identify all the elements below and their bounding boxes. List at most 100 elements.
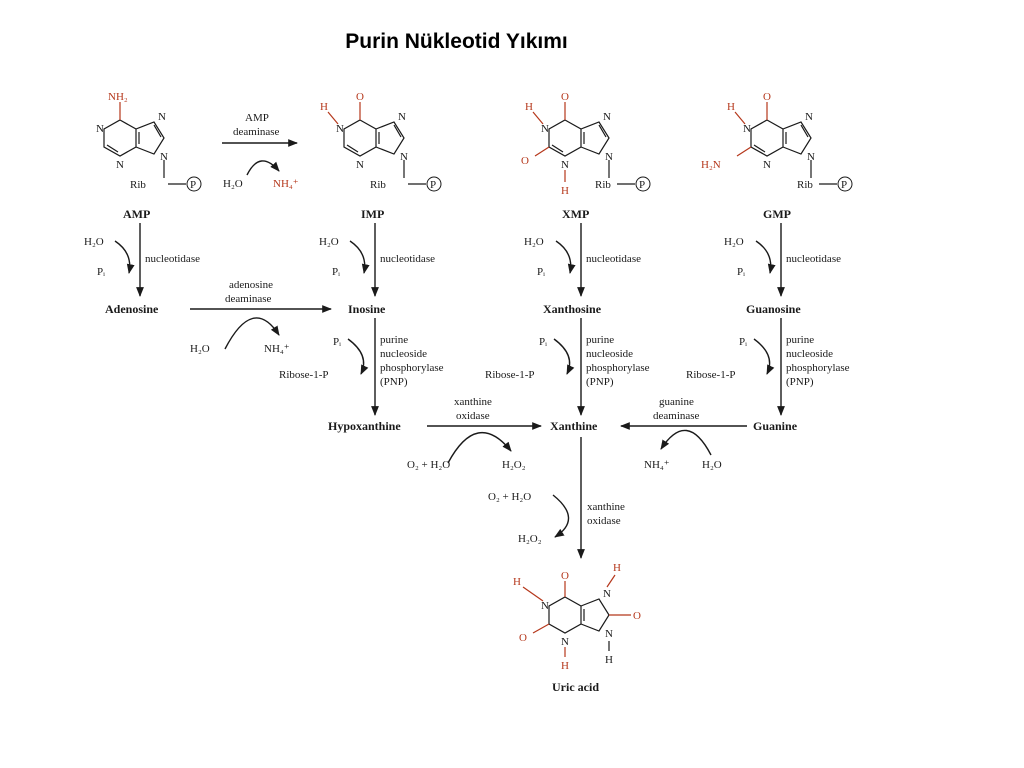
diagram-label: N xyxy=(116,159,124,171)
diagram-label: N xyxy=(160,151,168,163)
diagram-label: phosphorylase xyxy=(586,362,650,374)
diagram-label: O xyxy=(561,91,569,103)
diagram-label: (PNP) xyxy=(786,376,814,388)
diagram-label: P xyxy=(430,179,436,191)
slide-title: Purin Nükleotid Yıkımı xyxy=(345,30,568,53)
diagram-label: nucleotidase xyxy=(586,253,641,265)
compound-imp: IMP xyxy=(361,207,384,221)
compound-xmp: XMP xyxy=(562,207,589,221)
diagram-label: nucleotidase xyxy=(786,253,841,265)
diagram-label: nucleotidase xyxy=(145,253,200,265)
diagram-label: N xyxy=(807,151,815,163)
compound-amp: AMP xyxy=(123,207,150,221)
diagram-label: H₂O xyxy=(724,236,744,248)
diagram-label: NH₄⁺ xyxy=(264,343,290,355)
diagram-label: O xyxy=(633,610,641,622)
diagram-label: N xyxy=(561,159,569,171)
diagram-label: N xyxy=(336,123,344,135)
compound-guanine: Guanine xyxy=(753,419,798,433)
xanthine-oxidase-step-2: O₂ + H₂O H₂O₂ xanthine oxidase xyxy=(488,437,625,559)
diagram-label: nucleotidase xyxy=(380,253,435,265)
xmp-structure: O H N O N H N N Rib P xyxy=(521,91,651,197)
diagram-label: xanthine xyxy=(587,501,625,513)
diagram-label: H₂O xyxy=(524,236,544,248)
compound-inosine: Inosine xyxy=(348,302,386,316)
diagram-label: N xyxy=(743,123,751,135)
diagram-label: AMP xyxy=(245,112,269,124)
uric-acid-structure: O H N O N H N H O N H xyxy=(513,562,641,672)
diagram-label: H xyxy=(525,101,533,113)
imp-structure: O H N N N N Rib P xyxy=(320,91,442,192)
compound-gmp: GMP xyxy=(763,207,791,221)
diagram-label: O xyxy=(561,570,569,582)
diagram-label: nucleoside xyxy=(786,348,833,360)
diagram-label: NH₄⁺ xyxy=(644,459,670,471)
diagram-label: nucleoside xyxy=(380,348,427,360)
diagram-label: O₂ + H₂O xyxy=(407,459,450,471)
diagram-label: Rib xyxy=(130,179,146,191)
diagram-label: Pᵢ xyxy=(539,336,547,348)
diagram-label: H₂O xyxy=(84,236,104,248)
diagram-label: H xyxy=(561,660,569,672)
diagram-label: N xyxy=(763,159,771,171)
diagram-label: (PNP) xyxy=(380,376,408,388)
compound-xanthosine: Xanthosine xyxy=(543,302,602,316)
diagram-label: N xyxy=(96,123,104,135)
diagram-label: P xyxy=(639,179,645,191)
diagram-label: N xyxy=(356,159,364,171)
diagram-label: Pᵢ xyxy=(537,266,545,278)
diagram-label: Ribose-1-P xyxy=(485,369,535,381)
diagram-label: H₂O xyxy=(702,459,722,471)
diagram-label: Pᵢ xyxy=(737,266,745,278)
compound-xanthine: Xanthine xyxy=(550,419,598,433)
diagram-label: purine xyxy=(380,334,408,346)
guanine-deaminase-step: guanine deaminase NH₄⁺ H₂O xyxy=(620,396,747,471)
diagram-label: H xyxy=(513,576,521,588)
diagram-label: O xyxy=(519,632,527,644)
diagram-label: Ribose-1-P xyxy=(279,369,329,381)
diagram-label: Ribose-1-P xyxy=(686,369,736,381)
diagram-label: deaminase xyxy=(233,126,280,138)
diagram-label: purine xyxy=(586,334,614,346)
diagram-label: NH₄⁺ xyxy=(273,178,299,190)
diagram-label: oxidase xyxy=(587,515,621,527)
diagram-label: O xyxy=(356,91,364,103)
diagram-label: purine xyxy=(786,334,814,346)
diagram-label: deaminase xyxy=(653,410,700,422)
diagram-label: N xyxy=(805,111,813,123)
diagram-label: H₂N xyxy=(701,159,721,171)
amp-structure: NH₂ N N N N Rib P xyxy=(96,91,202,192)
adenosine-deaminase-step: adenosine deaminase H₂O NH₄⁺ xyxy=(190,279,332,355)
diagram-label: H xyxy=(605,654,613,666)
diagram-label: NH₂ xyxy=(108,91,128,103)
diagram-label: N xyxy=(541,123,549,135)
diagram-label: N xyxy=(158,111,166,123)
diagram-label: H₂O xyxy=(319,236,339,248)
diagram-label: N xyxy=(398,111,406,123)
diagram-label: Rib xyxy=(595,179,611,191)
diagram-label: H₂O₂ xyxy=(518,533,542,545)
xanthine-oxidase-step-1: xanthine oxidase O₂ + H₂O H₂O₂ xyxy=(407,396,542,471)
gmp-structure: O H N H₂N N N N Rib P xyxy=(701,91,853,192)
diagram-label: H₂O₂ xyxy=(502,459,526,471)
compound-hypoxanthine: Hypoxanthine xyxy=(328,419,401,433)
pnp-steps: Pᵢ Ribose-1-P purine nucleoside phosphor… xyxy=(279,318,850,416)
diagram-label: H xyxy=(613,562,621,574)
diagram-label: H xyxy=(320,101,328,113)
diagram-label: Pᵢ xyxy=(739,336,747,348)
diagram-label: O xyxy=(521,155,529,167)
diagram-label: adenosine xyxy=(229,279,273,291)
compound-guanosine: Guanosine xyxy=(746,302,801,316)
diagram-label: H₂O xyxy=(190,343,210,355)
diagram-label: Rib xyxy=(797,179,813,191)
diagram-label: N xyxy=(603,588,611,600)
compound-adenosine: Adenosine xyxy=(105,302,159,316)
diagram-label: Rib xyxy=(370,179,386,191)
diagram-label: nucleoside xyxy=(586,348,633,360)
diagram-label: (PNP) xyxy=(586,376,614,388)
diagram-label: oxidase xyxy=(456,410,490,422)
diagram-label: N xyxy=(400,151,408,163)
diagram-label: N xyxy=(541,600,549,612)
compound-uric-acid: Uric acid xyxy=(552,680,599,694)
diagram-label: deaminase xyxy=(225,293,272,305)
